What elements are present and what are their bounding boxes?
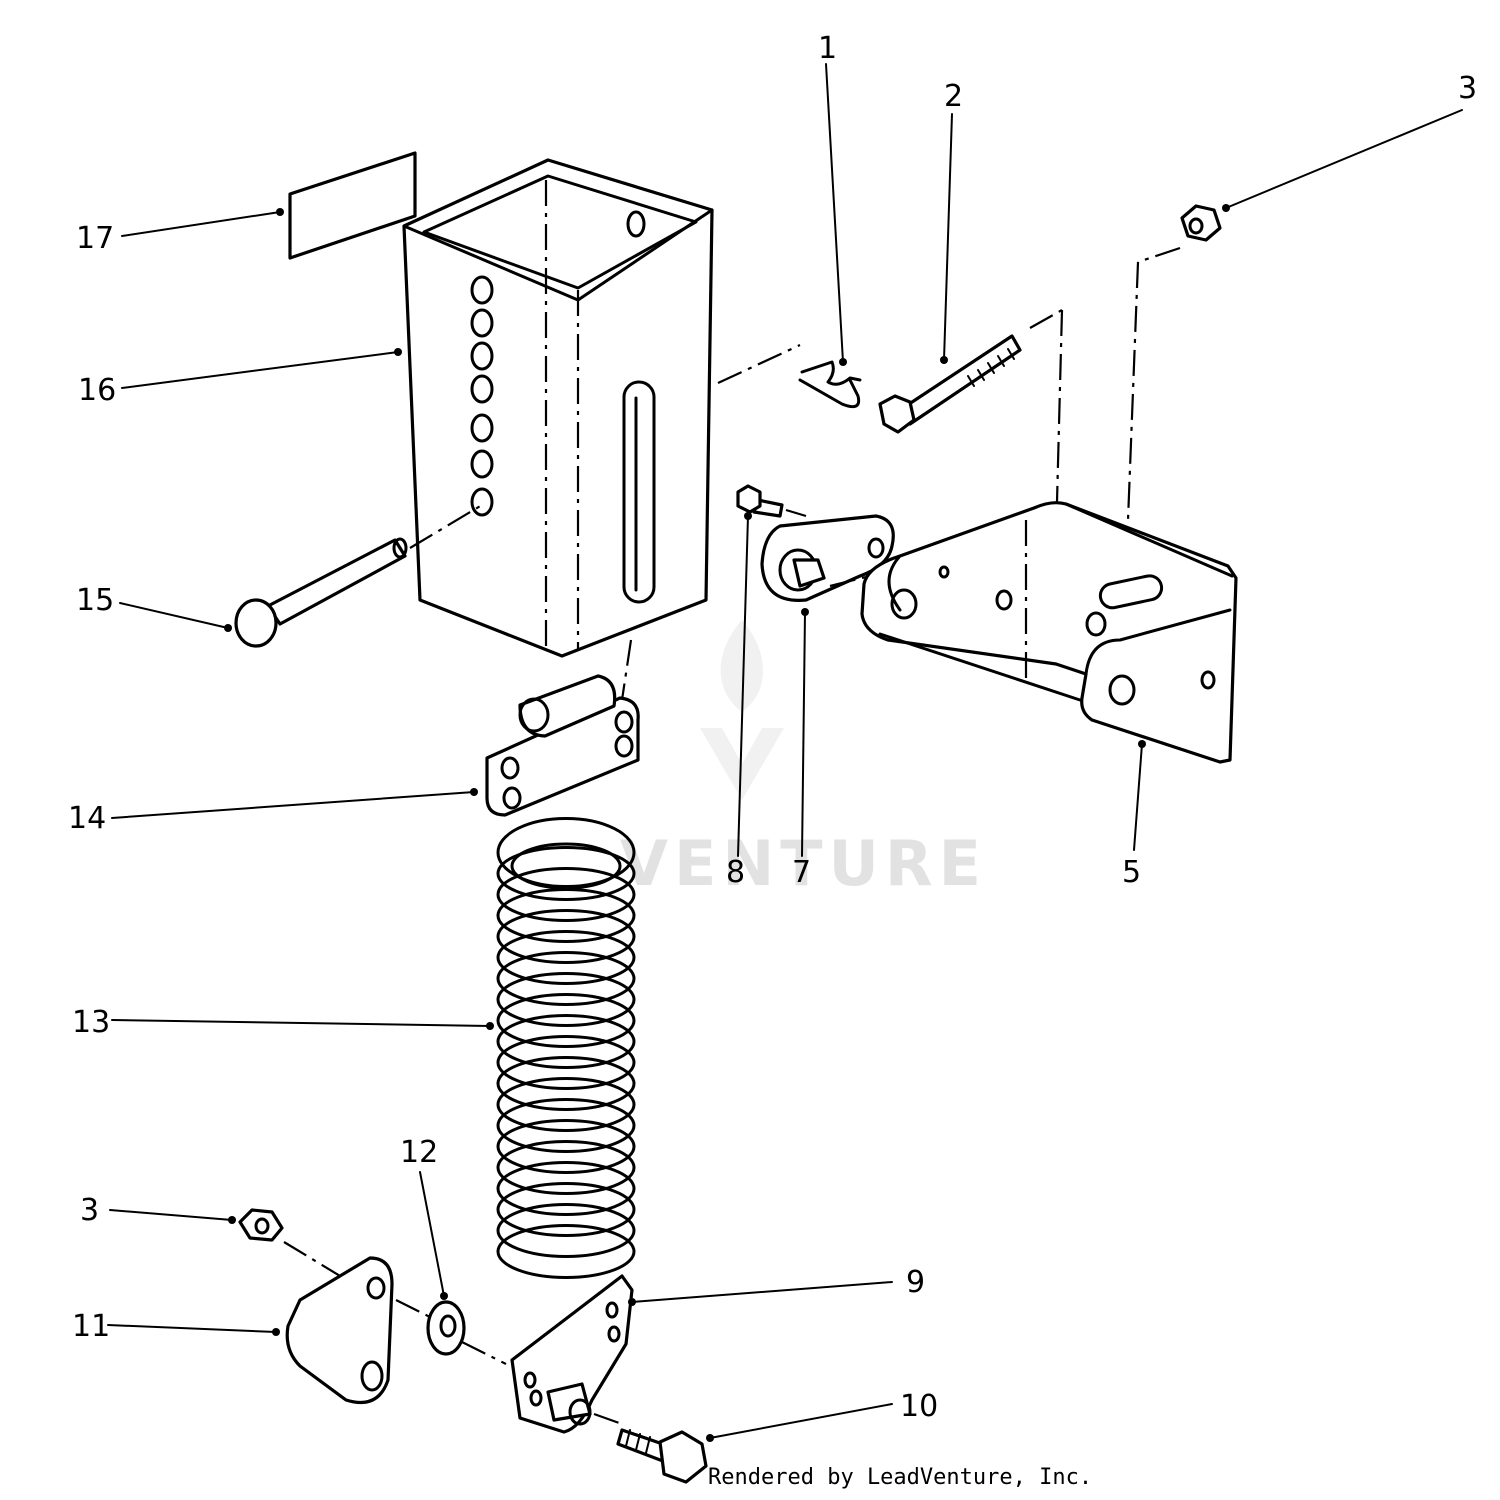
plate-11 (285, 1256, 437, 1405)
nut-3-top (1054, 204, 1222, 541)
callout-11: 11 (72, 1309, 110, 1344)
bolt-2 (878, 309, 1063, 434)
callout-14: 14 (68, 801, 106, 836)
spring-coil (496, 993, 636, 1048)
spring-coil (496, 951, 636, 1006)
decal-17 (288, 151, 417, 260)
bracket-5 (860, 501, 1238, 764)
spring-coil (496, 1161, 636, 1216)
pin-15 (234, 504, 483, 648)
callout-3-bottom: 3 (80, 1193, 99, 1228)
leader-lines (107, 63, 1463, 1442)
callout-17: 17 (76, 221, 114, 256)
spring-coil (496, 1035, 636, 1090)
spring-coil (496, 867, 636, 922)
spring-coil (496, 930, 636, 985)
spring-13 (496, 817, 636, 1279)
spring-coil (496, 888, 636, 943)
callout-13: 13 (72, 1005, 110, 1040)
spring-coil (496, 1056, 636, 1111)
nut-3-bottom (238, 1208, 351, 1283)
callout-16: 16 (78, 373, 116, 408)
callout-12: 12 (400, 1135, 438, 1170)
bracket-9 (510, 1274, 634, 1434)
bracket-14 (485, 639, 640, 817)
spring-coil (496, 1182, 636, 1237)
tube-adjustment-holes (470, 275, 494, 517)
callout-15: 15 (76, 583, 114, 618)
spring-coil (496, 1098, 636, 1153)
callout-9: 9 (906, 1265, 925, 1300)
plate-7 (760, 514, 895, 602)
callout-2: 2 (944, 79, 963, 114)
callout-7: 7 (792, 855, 811, 890)
render-credit: Rendered by LeadVenture, Inc. (708, 1465, 1092, 1490)
spring-coil (496, 1224, 636, 1279)
callout-5: 5 (1122, 855, 1141, 890)
washer-12 (426, 1300, 507, 1365)
callout-1: 1 (818, 31, 837, 66)
spring-coil (496, 1203, 636, 1258)
spring-coil (496, 846, 636, 901)
spring-top-inner-coil (510, 842, 622, 890)
spring-coil (496, 972, 636, 1027)
callout-3-top: 3 (1458, 71, 1477, 106)
tube-16 (402, 158, 714, 658)
spring-coil (496, 1119, 636, 1174)
spring-coil (496, 1077, 636, 1132)
screw-8 (736, 484, 807, 518)
clip-1 (717, 344, 862, 409)
callout-10: 10 (900, 1389, 938, 1424)
spring-coil (496, 1140, 636, 1195)
callout-8: 8 (726, 855, 745, 890)
spring-coil (496, 909, 636, 964)
bolt-10 (616, 1428, 708, 1484)
watermark-logo (700, 620, 784, 800)
callout-labels: 1 2 3 3 5 7 8 9 10 11 12 13 14 15 16 17 (68, 31, 1477, 1424)
spring-coil (496, 1014, 636, 1069)
watermark-text: VENTURE (620, 827, 987, 900)
